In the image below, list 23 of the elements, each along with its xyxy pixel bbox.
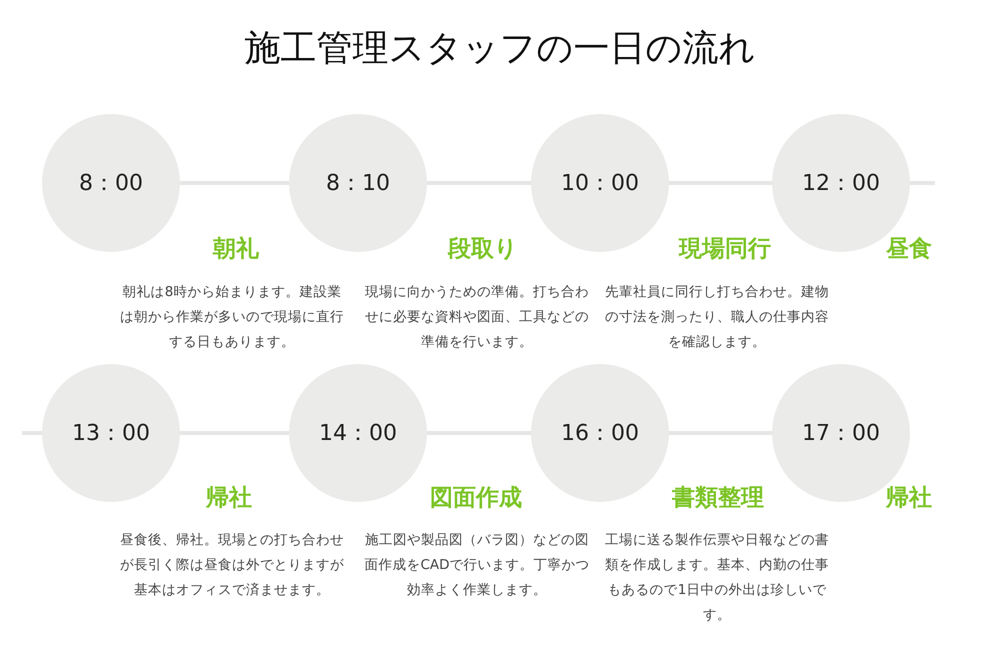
title: 施工管理スタッフの一日の流れ <box>244 27 756 71</box>
activity-heading: 図面作成 <box>430 484 522 513</box>
time-label: 14：00 <box>319 420 397 448</box>
activity-description: 施工図や製品図（バラ図）などの図面作成をCADで行います。丁寧かつ効率よく作業します。 <box>363 531 591 600</box>
time-label: 16：00 <box>561 420 639 448</box>
time-label: 8：00 <box>79 170 143 198</box>
activity-heading: 昼食 <box>886 235 932 264</box>
time-label: 13：00 <box>72 420 150 448</box>
time-label: 17：00 <box>802 420 880 448</box>
activity-heading: 現場同行 <box>679 235 771 264</box>
activity-description: 現場に向かうための準備。打ち合わせに必要な資料や図面、工具などの準備を行います。 <box>364 283 590 352</box>
activity-heading: 帰社 <box>206 484 252 513</box>
activity-description: 昼食後、帰社。現場との打ち合わせが長引く際は昼食は外でとりますが基本はオフィスで済ませます。 <box>119 531 345 600</box>
time-label: 12：00 <box>802 170 880 198</box>
activity-description: 工場に送る製作伝票や日報などの書類を作成します。基本、内勤の仕事もあるので1日中の外出は珍しいです。 <box>604 531 830 625</box>
time-label: 10：00 <box>561 170 639 198</box>
activity-description: 朝礼は8時から始まります。建設業は朝から作業が多いので現場に直行する日もあります。 <box>119 283 345 352</box>
activity-description: 先輩社員に同行し打ち合わせ。建物の寸法を測ったり、職人の仕事内容を確認します。 <box>604 283 830 352</box>
activity-heading: 段取り <box>448 235 518 264</box>
activity-heading: 書類整理 <box>672 484 764 513</box>
time-label: 8：10 <box>326 170 390 198</box>
activity-heading: 朝礼 <box>213 235 259 264</box>
activity-heading: 帰社 <box>886 484 932 513</box>
